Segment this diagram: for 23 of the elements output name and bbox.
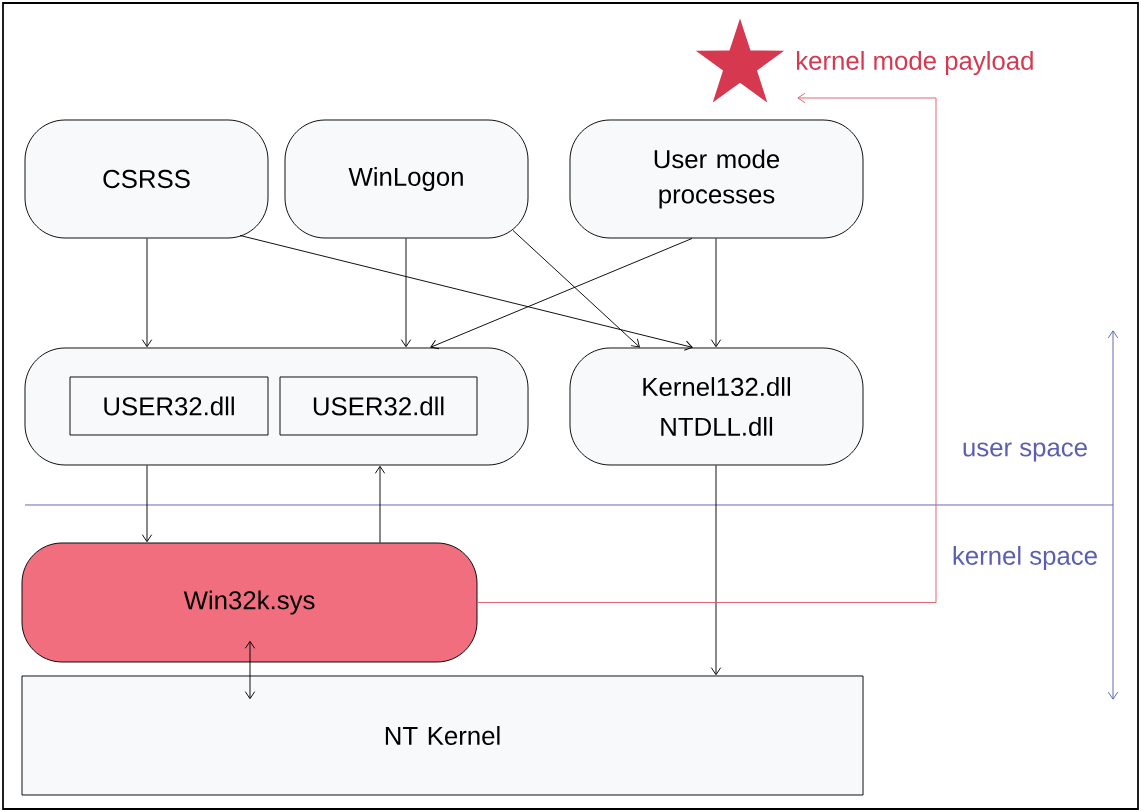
dll-box: USER32.dll (69, 376, 269, 436)
arrow (244, 640, 256, 700)
arrow (710, 465, 722, 676)
arrow (710, 238, 722, 348)
dll-box: USER32.dll (279, 376, 478, 436)
kernel-box: NT Kernel (21, 675, 864, 796)
region-label: kernel space (953, 545, 1097, 570)
arrow (239, 235, 693, 351)
arrow (141, 238, 153, 348)
arrow (477, 92, 937, 603)
process-box: User mode processes (569, 119, 864, 239)
region-label: user space (963, 442, 1087, 462)
process-box: Kernel132.dll NTDLL.dll (569, 347, 864, 466)
arrow (512, 230, 640, 348)
driver-box: Win32k.sys (21, 542, 478, 663)
arrow (400, 238, 412, 348)
process-box: WinLogon (284, 119, 529, 239)
process-box: CSRSS (24, 119, 269, 239)
arrow (141, 465, 153, 543)
arrow (430, 238, 693, 350)
beside-label: kernel mode payload (797, 51, 1033, 75)
star-icon (695, 18, 785, 103)
arrow (374, 465, 386, 543)
